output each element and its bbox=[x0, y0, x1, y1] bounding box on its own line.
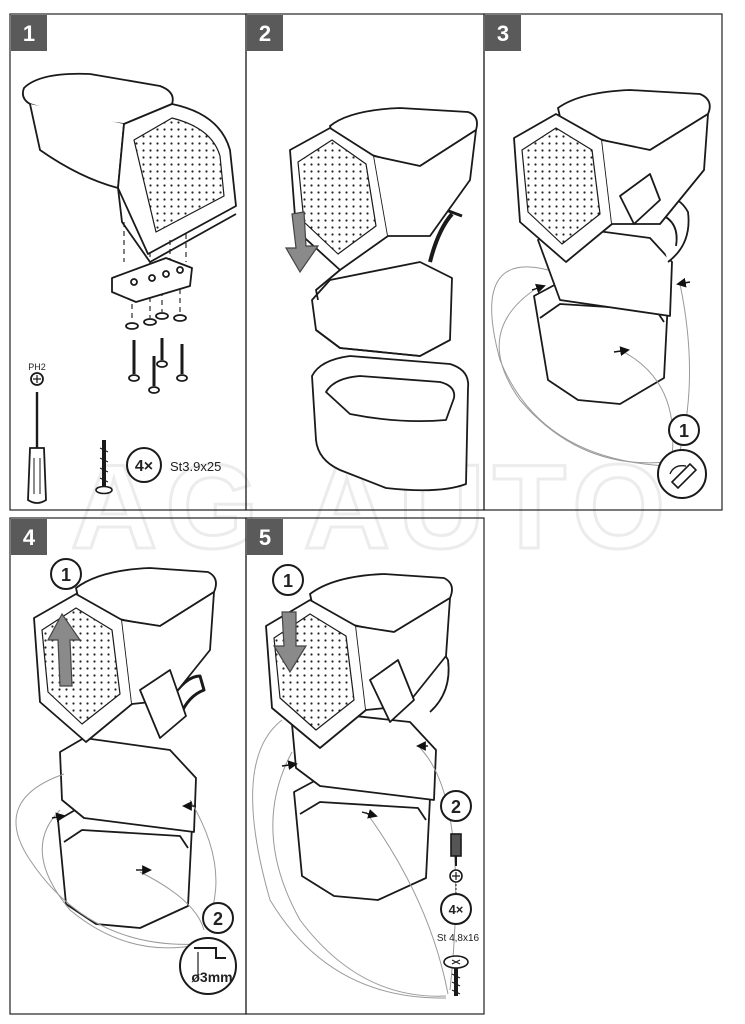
screwdriver-icon bbox=[27, 372, 47, 504]
screw-count-label: 4× bbox=[449, 902, 464, 917]
callout-number: 1 bbox=[679, 421, 689, 441]
step-badge-2: 2 bbox=[247, 15, 283, 51]
washer-icon bbox=[173, 314, 187, 322]
drill-size-label: ø3mm bbox=[191, 969, 232, 985]
screw-spec-label: St 4,8x16 bbox=[437, 933, 480, 944]
screw-icon bbox=[95, 440, 113, 495]
step-4-arrows bbox=[51, 801, 196, 875]
perforated-cover-icon bbox=[133, 117, 225, 233]
screw-spec-label: St3.9x25 bbox=[170, 459, 221, 474]
panel-step-5-frame bbox=[245, 517, 485, 1015]
perforated-cover-icon bbox=[521, 127, 601, 245]
step-badge-3: 3 bbox=[485, 15, 521, 51]
callout-number: 2 bbox=[213, 909, 223, 929]
down-arrow-icon bbox=[284, 211, 320, 274]
step-4-guide-lines bbox=[15, 773, 217, 949]
screw-count-label: 4× bbox=[135, 458, 153, 475]
washer-icon bbox=[143, 318, 157, 326]
svg-text:3: 3 bbox=[497, 21, 509, 46]
callout-number: 1 bbox=[61, 565, 71, 585]
callout-number: 1 bbox=[283, 571, 293, 591]
callout-badge-2 bbox=[440, 790, 472, 822]
step-1-illustration bbox=[21, 72, 237, 394]
svg-text:1: 1 bbox=[23, 21, 35, 46]
panel-step-3-frame bbox=[483, 13, 723, 511]
svg-text:4: 4 bbox=[23, 525, 36, 550]
drill-detail-icon bbox=[179, 937, 237, 995]
down-arrow-icon bbox=[272, 611, 308, 674]
callout-badge-1 bbox=[668, 414, 700, 446]
callout-badge-1 bbox=[272, 564, 304, 596]
clip-detail-icon bbox=[657, 449, 707, 499]
callout-badge-1 bbox=[50, 558, 82, 590]
washer-icon bbox=[125, 322, 139, 330]
step-badge-1: 1 bbox=[11, 15, 47, 51]
screw-count-badge bbox=[126, 447, 162, 483]
panel-grid bbox=[9, 13, 723, 1015]
step-3-illustration bbox=[513, 89, 711, 405]
step-badge-4: 4 bbox=[11, 519, 47, 555]
screw-icon bbox=[156, 338, 168, 368]
screw-icon bbox=[148, 356, 160, 394]
driver-size-label: PH2 bbox=[28, 362, 46, 372]
washer-icon bbox=[155, 312, 169, 320]
svg-text:2: 2 bbox=[259, 21, 271, 46]
up-arrow-icon bbox=[46, 612, 82, 687]
step-3-arrows bbox=[531, 277, 691, 356]
screw-icon bbox=[128, 340, 140, 382]
svg-text:5: 5 bbox=[259, 525, 271, 550]
screw-icon bbox=[176, 344, 188, 382]
step-5-arrows bbox=[281, 741, 428, 819]
step-2-illustration bbox=[289, 107, 478, 492]
callout-badge-2 bbox=[202, 902, 234, 934]
screw-icon bbox=[443, 955, 469, 996]
step-badge-5: 5 bbox=[247, 519, 283, 555]
screw-count-badge bbox=[440, 893, 472, 925]
callout-number: 2 bbox=[451, 797, 461, 817]
screwdriver-bit-icon bbox=[449, 833, 463, 894]
